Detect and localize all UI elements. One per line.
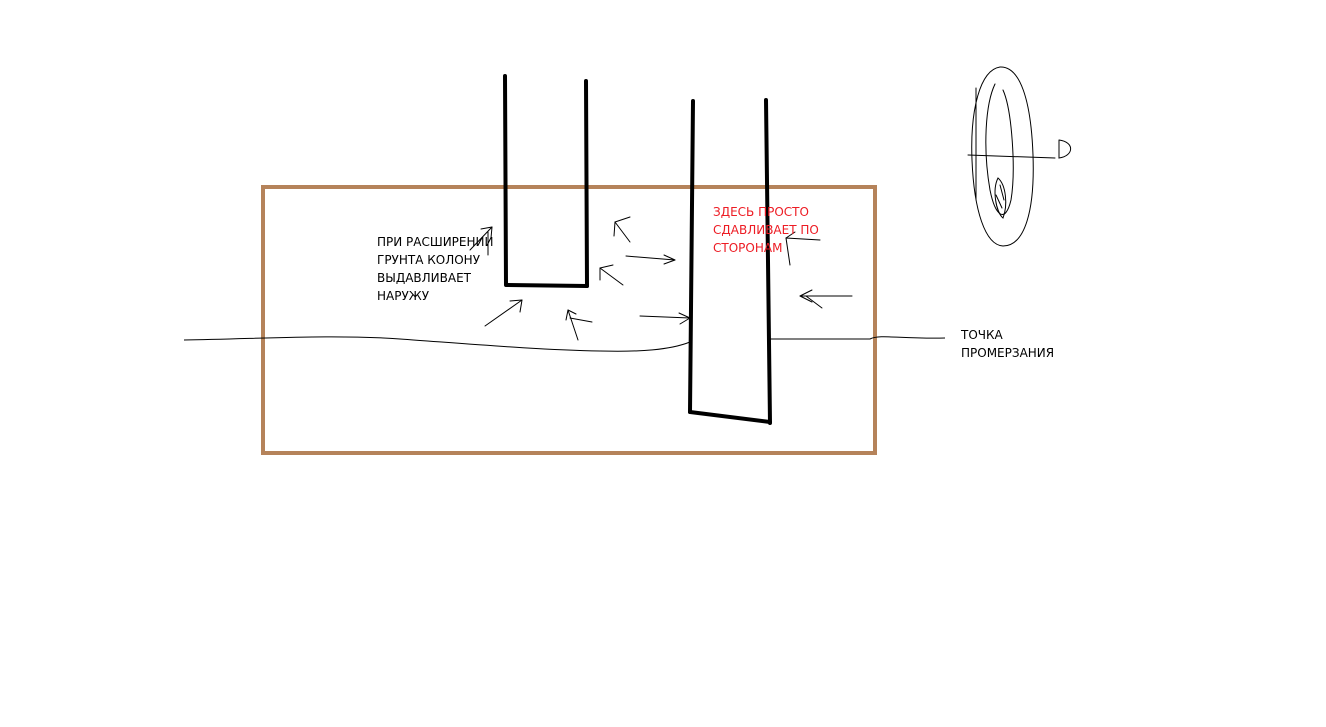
arrow-right-mid [625, 254, 676, 265]
deep-column [688, 98, 772, 425]
expansion-label: ПРИ РАСШИРЕНИИ ГРУНТА КОЛОНУ ВЫДАВЛИВАЕТ… [377, 233, 493, 305]
sketch-letter: D [1058, 138, 1070, 156]
arrow-up-left-mid [599, 264, 624, 286]
expansion-label-line: ГРУНТА КОЛОНУ [377, 253, 481, 267]
arrow-up-right-upper [469, 226, 493, 256]
squeeze-label-line: СДАВЛИВАЕТ ПО [713, 223, 819, 237]
shallow-column [503, 74, 589, 288]
expansion-label-line: ПРИ РАСШИРЕНИИ [377, 235, 494, 249]
arrow-right-lower [639, 312, 691, 325]
arrow-up-right-lower [484, 299, 523, 327]
pressure-arrows [469, 216, 853, 341]
squeeze-label: ЗДЕСЬ ПРОСТО СДАВЛИВАЕТ ПО СТОРОНАМ [713, 203, 819, 257]
ellipse-sketch [967, 66, 1072, 247]
freeze-line [183, 336, 946, 352]
arrow-up-bottom [565, 309, 593, 341]
freeze-point-label-line: ПРОМЕРЗАНИЯ [961, 346, 1055, 360]
expansion-label-line: ВЫДАВЛИВАЕТ [377, 271, 471, 285]
freeze-point-label-line: ТОЧКА [961, 328, 1003, 342]
expansion-label-line: НАРУЖУ [377, 289, 430, 303]
squeeze-label-line: ЗДЕСЬ ПРОСТО [713, 205, 809, 219]
arrow-left-right-side [799, 289, 853, 309]
soil-block [261, 185, 877, 455]
arrow-left-under-text [785, 231, 821, 266]
squeeze-label-line: СТОРОНАМ [713, 241, 783, 255]
freeze-point-label: ТОЧКА ПРОМЕРЗАНИЯ [961, 326, 1054, 362]
arrow-up-left-top [613, 216, 631, 243]
